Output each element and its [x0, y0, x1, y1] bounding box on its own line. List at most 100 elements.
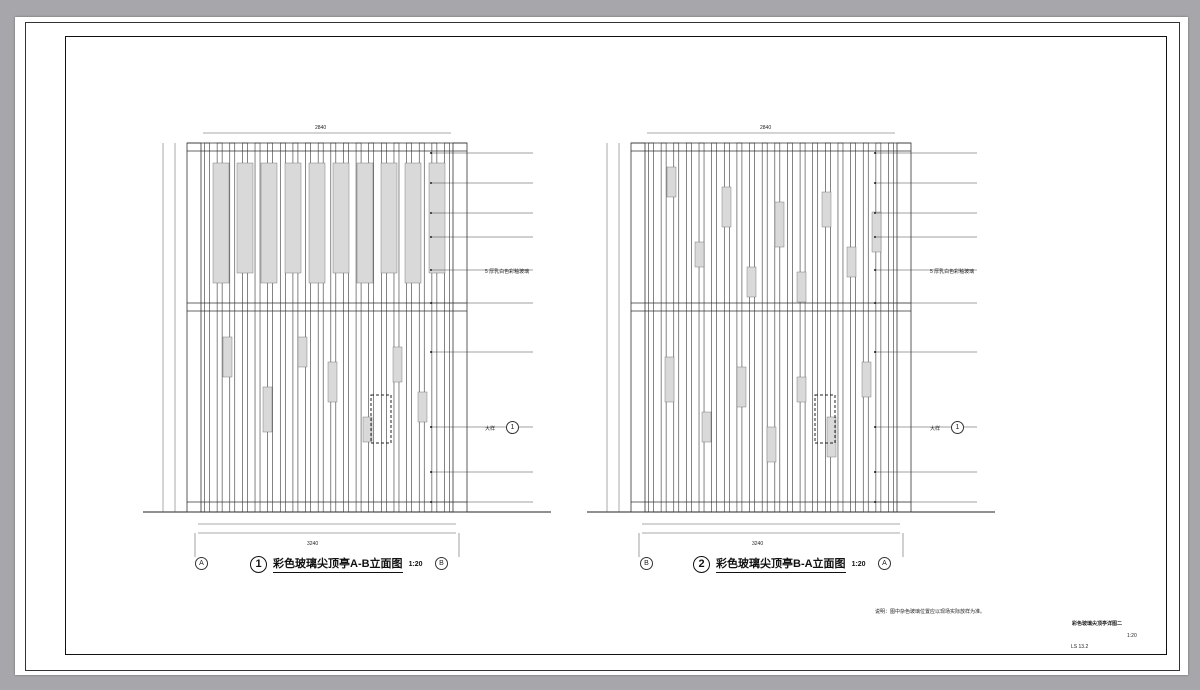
glass-panel	[428, 162, 446, 274]
leader-dot	[874, 236, 876, 238]
glass-panel	[222, 336, 233, 378]
leader-dot	[874, 302, 876, 304]
glass-panel	[701, 411, 712, 443]
leader-dot	[430, 236, 432, 238]
elevation-1-callout-bubble: 1	[506, 421, 519, 434]
glass-panel	[262, 386, 273, 433]
vertical-slat	[850, 142, 856, 513]
glass-panel	[260, 162, 278, 284]
vertical-slat	[317, 142, 324, 513]
vertical-slat	[648, 142, 654, 513]
leader-dot	[874, 426, 876, 428]
vertical-slat	[343, 142, 349, 513]
elevation-2-callout-bubble: 1	[951, 421, 964, 434]
vertical-slat	[279, 142, 286, 513]
sheet-scale: 1:20	[1127, 633, 1137, 639]
elevation-1-title: 彩色玻璃尖顶亭A-B立面图	[273, 555, 403, 573]
vertical-slat	[267, 142, 273, 513]
vertical-slat	[698, 142, 705, 513]
vertical-slat	[749, 142, 755, 513]
vertical-slat	[204, 142, 210, 513]
vertical-slat	[292, 142, 299, 513]
elevation-2-right-axis: A	[878, 557, 891, 570]
elevation-2-glass-note: 5 厚乳白色彩釉玻璃	[930, 269, 975, 275]
vertical-slat	[799, 142, 806, 513]
leader-dot	[430, 152, 432, 154]
elevation-2-top-dimension: 2840	[760, 125, 772, 131]
vertical-slat	[711, 142, 717, 513]
glass-panel	[284, 162, 302, 274]
vertical-slat	[825, 142, 831, 513]
leader-dot	[874, 212, 876, 214]
glass-panel	[766, 426, 777, 463]
vertical-slat	[736, 142, 743, 513]
leader-dot	[874, 269, 876, 271]
outer-post	[186, 142, 202, 513]
elevation-2-title: 彩色玻璃尖顶亭B-A立面图	[716, 555, 846, 573]
leader-dot	[874, 351, 876, 353]
elevation-1-callout-note: 大样	[485, 426, 496, 432]
sheet-inner-border	[65, 36, 1167, 655]
vertical-slat	[305, 142, 311, 513]
elevation-2-bottom-dimension: 3240	[752, 541, 764, 547]
elevation-2-scale: 1:20	[851, 560, 866, 568]
glass-panel	[774, 201, 785, 248]
vertical-slat	[368, 142, 375, 513]
elevation-1-left-axis: A	[195, 557, 208, 570]
vertical-slat	[673, 142, 680, 513]
leader-dot	[430, 302, 432, 304]
glass-panel	[796, 376, 807, 403]
glass-panel	[826, 416, 837, 458]
glass-panel	[821, 191, 832, 228]
vertical-slat	[242, 142, 248, 513]
leader-dot	[430, 212, 432, 214]
elevation-2-caption: 2 彩色玻璃尖顶亭B-A立面图 1:20	[693, 555, 866, 573]
glass-panel	[356, 162, 374, 284]
outer-post	[452, 142, 468, 513]
vertical-slat	[774, 142, 781, 513]
elevation-1-number: 1	[250, 555, 267, 573]
vertical-slat	[837, 142, 844, 513]
elevation-1-scale: 1:20	[408, 560, 423, 568]
vertical-slat	[660, 142, 667, 513]
leader-dot	[874, 152, 876, 154]
elevation-2-number: 2	[693, 555, 710, 573]
vertical-slat	[888, 142, 894, 513]
vertical-slat	[330, 142, 337, 513]
elevation-1-glass-note: 5 厚乳白色彩釉玻璃	[485, 269, 530, 275]
leader-dot	[430, 501, 432, 503]
vertical-slat	[686, 142, 692, 513]
vertical-slat	[787, 142, 793, 513]
sheet-outer-border	[25, 22, 1180, 671]
glass-panel	[236, 162, 254, 274]
outer-post	[630, 142, 646, 513]
glass-panel	[666, 166, 677, 198]
leader-dot	[430, 182, 432, 184]
elevation-drawings	[143, 132, 995, 557]
leader-dot	[430, 426, 432, 428]
glass-panel	[332, 162, 350, 274]
leader-dot	[874, 501, 876, 503]
vertical-slat	[381, 142, 387, 513]
glass-panel	[362, 416, 373, 443]
leader-dot	[430, 471, 432, 473]
glass-panel	[694, 241, 705, 268]
drawing-sheet: 2840 3240 5 厚乳白色彩釉玻璃 大样 A B 1 1 彩色玻璃尖顶亭A…	[15, 17, 1188, 675]
vertical-slat	[229, 142, 236, 513]
outer-post	[896, 142, 912, 513]
glass-panel	[308, 162, 326, 284]
vertical-slat	[444, 142, 450, 513]
sheet-number: LS 13.2	[1071, 644, 1089, 650]
elevation-a-b	[143, 132, 551, 557]
leader-dot	[430, 351, 432, 353]
glass-panel	[736, 366, 747, 408]
vertical-slat	[216, 142, 223, 513]
elevation-1-caption: 1 彩色玻璃尖顶亭A-B立面图 1:20	[250, 555, 423, 573]
elevation-1-bottom-dimension: 3240	[307, 541, 319, 547]
leader-dot	[874, 182, 876, 184]
glass-panel	[664, 356, 675, 403]
glass-panel	[846, 246, 857, 278]
glass-panel	[721, 186, 732, 228]
vertical-slat	[355, 142, 362, 513]
glass-panel	[404, 162, 422, 284]
